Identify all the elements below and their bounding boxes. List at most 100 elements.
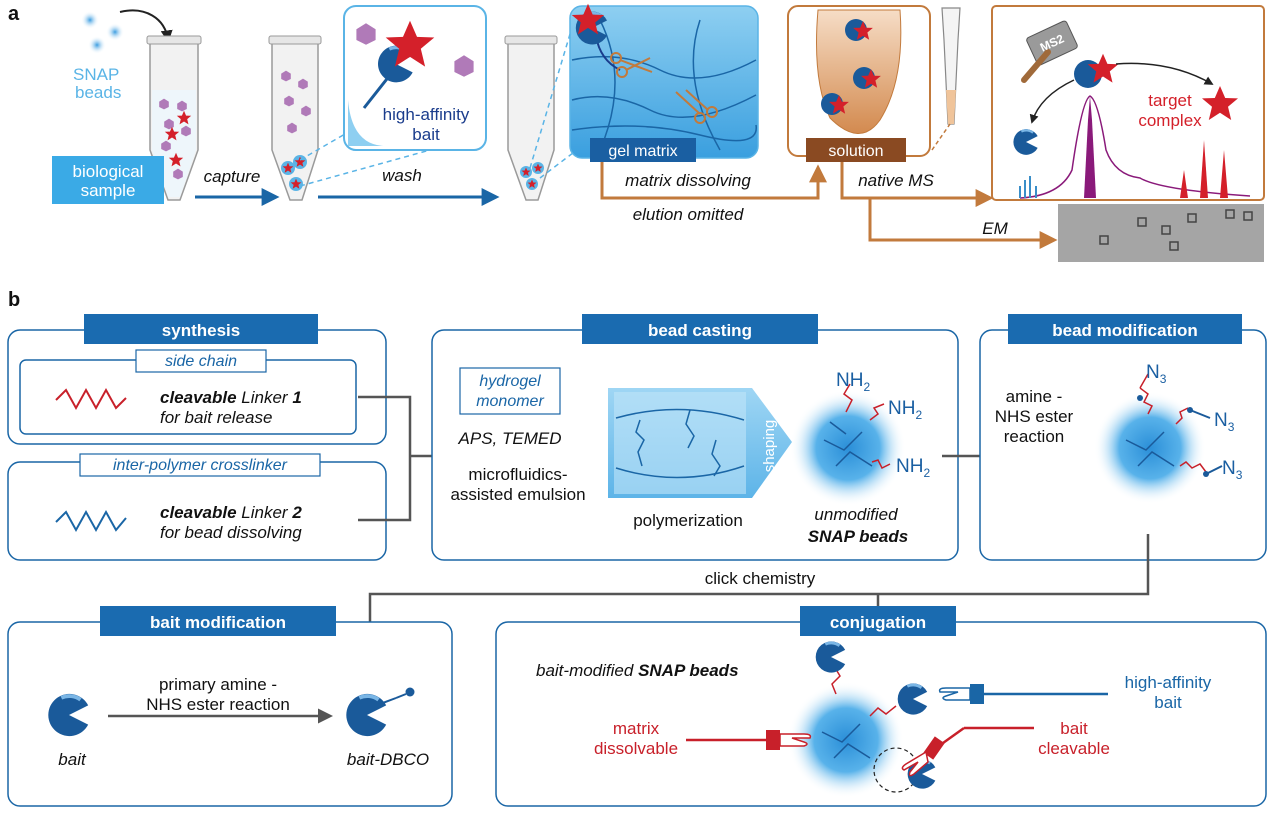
shaping-label: shaping xyxy=(761,420,778,473)
hand-pointer-blue-icon xyxy=(938,684,1108,704)
snap-beads-label-1: SNAP xyxy=(73,65,119,84)
n3-linker-3 xyxy=(1179,461,1207,473)
bait-cleavable-label-1: bait xyxy=(1060,719,1088,738)
drop-in-arrow xyxy=(119,9,173,43)
linker1-line1: cleavable Linker 1 xyxy=(160,388,302,407)
n3-node-2 xyxy=(1187,407,1193,413)
linker2-zigzag-icon xyxy=(55,509,127,533)
zoom-line-1a xyxy=(299,129,353,161)
side-chain-tag-bg xyxy=(135,349,267,373)
bait-dbco-icon xyxy=(344,687,415,738)
linker2-line1: cleavable Linker 2 xyxy=(160,503,302,522)
high-affinity-label-2: bait xyxy=(1154,693,1182,712)
bait-modified-italic: bait-modified xyxy=(536,661,638,680)
polymerization-label: polymerization xyxy=(633,511,743,530)
bead-modification-header-bg xyxy=(1008,314,1242,344)
solution-tag xyxy=(806,138,906,162)
bead-casting-header: bead casting xyxy=(648,321,752,340)
target-complex-label-2: complex xyxy=(1138,111,1202,130)
n3-node-1 xyxy=(1137,395,1143,401)
gel-matrix-label: gel matrix xyxy=(608,143,677,160)
em-micrograph xyxy=(1058,204,1264,262)
target-complex-label-1: target xyxy=(1148,91,1192,110)
nh2-linker-2 xyxy=(869,403,885,421)
scissors-icon xyxy=(610,52,653,78)
nh2-linker-1 xyxy=(843,383,853,413)
matrix-dissolvable-label-1: matrix xyxy=(613,719,660,738)
bait-dbco-label: bait-DBCO xyxy=(347,750,429,769)
nh2-text-3: NH xyxy=(896,456,923,477)
aps-temed-label: APS, TEMED xyxy=(458,429,562,448)
synthesis-header: synthesis xyxy=(162,321,240,340)
polymerization-block-icon xyxy=(608,388,792,498)
capture-tube-icon xyxy=(268,35,322,201)
n3-text-2: N xyxy=(1214,410,1228,431)
snap-beads-label-2: beads xyxy=(75,83,121,102)
linker1-bold: cleavable xyxy=(160,388,237,407)
crosslinker-tag-bg xyxy=(79,453,321,477)
biological-sample-label-2: sample xyxy=(81,181,136,200)
n3-label-1: N3 xyxy=(1146,362,1167,386)
linker2-rest: Linker xyxy=(237,503,293,522)
bait-modified-title: bait-modified SNAP beads xyxy=(536,661,739,680)
crosslinker-tag: inter-polymer crosslinker xyxy=(113,457,288,474)
amine-nhs-1: amine - xyxy=(1006,387,1063,406)
unmodified-bead-icon xyxy=(790,390,906,506)
high-affinity-label-1: high-affinity xyxy=(1125,673,1212,692)
high-affinity-bait-zoom-box xyxy=(343,5,487,151)
pipette-zoom-line xyxy=(931,123,951,151)
ms2-hammer-icon xyxy=(1021,20,1078,83)
emulsion-label-1: microfluidics- xyxy=(468,465,567,484)
wash-label: wash xyxy=(382,166,422,185)
scissors-icon-2 xyxy=(675,89,718,124)
gel-matrix-box xyxy=(569,3,759,159)
side-chain-tag: side chain xyxy=(165,353,237,370)
matrix-dissolving-label: matrix dissolving xyxy=(625,171,751,190)
snap-beads-icon xyxy=(81,11,124,54)
primary-amine-1: primary amine - xyxy=(159,675,277,694)
biological-sample-label-1: biological xyxy=(73,162,144,181)
nh2-sub-3: 2 xyxy=(923,466,930,480)
zoom-line-1b xyxy=(299,149,431,187)
n3-text-1: N xyxy=(1146,362,1160,383)
bead-modification-header: bead modification xyxy=(1052,321,1197,340)
matrix-dissolving-arrow xyxy=(600,162,827,200)
bait-cleavable-label-2: cleavable xyxy=(1038,739,1110,758)
bait-modification-header-bg xyxy=(100,606,336,636)
high-affinity-bait-label-1: high-affinity xyxy=(383,105,470,124)
n3-node-3 xyxy=(1203,471,1209,477)
linker1-num: 1 xyxy=(292,388,301,407)
linker2-bold: cleavable xyxy=(160,503,237,522)
n3-linker-2b xyxy=(1189,409,1211,419)
n3-linker-1 xyxy=(1139,373,1154,415)
unmodified-label: unmodified xyxy=(814,505,898,524)
azide-bead-icon xyxy=(1094,392,1206,504)
click-chemistry-label: click chemistry xyxy=(705,569,816,588)
solution-drop-icon xyxy=(787,5,931,157)
n3-linker-2 xyxy=(1175,407,1189,425)
em-label: EM xyxy=(982,219,1008,238)
bait-label: bait xyxy=(58,750,87,769)
conjugation-header: conjugation xyxy=(830,613,926,632)
n3-sub-2: 3 xyxy=(1228,420,1235,434)
high-affinity-bait-label-2: bait xyxy=(412,125,440,144)
nh2-sub-2: 2 xyxy=(915,408,922,422)
n3-sub-1: 3 xyxy=(1160,372,1167,386)
pipette-tip-icon xyxy=(941,7,961,125)
solution-label: solution xyxy=(828,143,883,160)
zoom-line-2b xyxy=(539,139,591,179)
dissociation-arrow-left xyxy=(1029,79,1075,124)
gel-matrix-tag xyxy=(590,138,696,162)
emulsion-label-2: assisted emulsion xyxy=(450,485,585,504)
hand-pointer-red-left-icon xyxy=(686,730,812,750)
hand-pointer-red-right-icon xyxy=(901,726,1034,777)
hydrogel-monomer-1: hydrogel xyxy=(479,373,541,390)
em-arrow xyxy=(868,198,1058,249)
nh2-text-1: NH xyxy=(836,370,863,391)
native-ms-label: native MS xyxy=(858,171,934,190)
linker1-rest: Linker xyxy=(237,388,293,407)
bait-modified-bold: SNAP beads xyxy=(638,661,738,680)
n3-label-3: N3 xyxy=(1222,458,1243,482)
nh2-linker-3 xyxy=(871,459,891,470)
